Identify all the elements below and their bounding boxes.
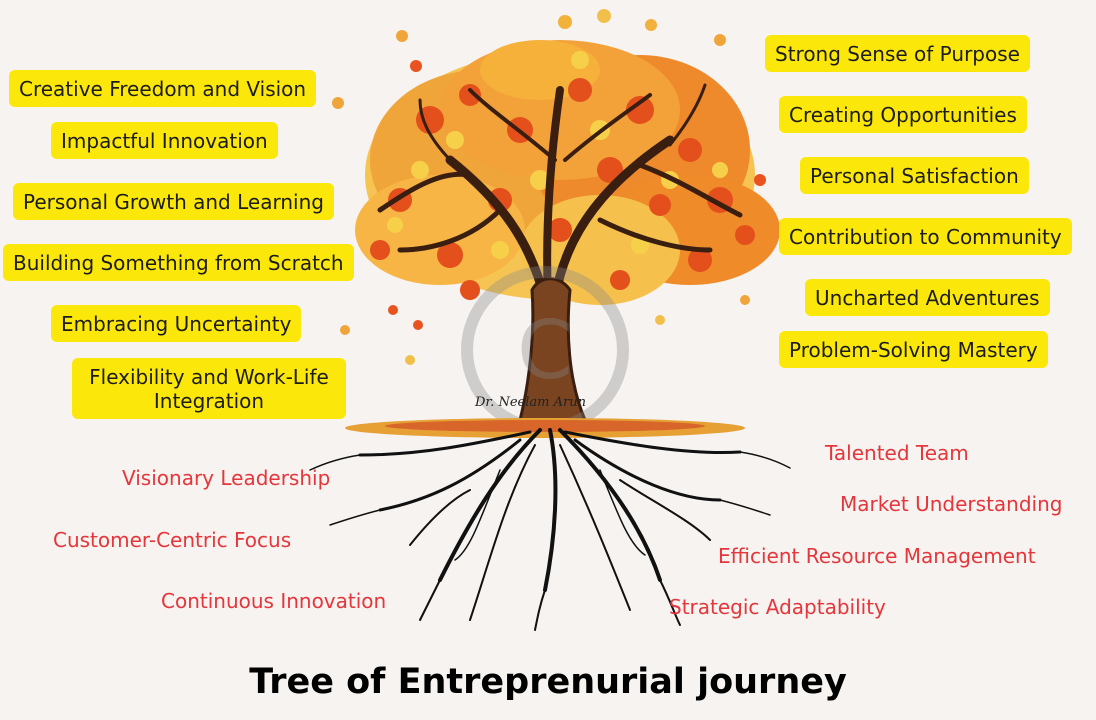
branch-label-contribution-to-community: Contribution to Community: [779, 218, 1072, 255]
branch-label-embracing-uncertainty: Embracing Uncertainty: [51, 305, 302, 342]
root-label-visionary-leadership: Visionary Leadership: [122, 466, 331, 490]
branch-label-problem-solving-mastery: Problem-Solving Mastery: [779, 331, 1048, 368]
root-label-strategic-adaptability: Strategic Adaptability: [669, 595, 886, 619]
branches: [377, 83, 743, 305]
branch-label-creating-opportunities: Creating Opportunities: [779, 96, 1027, 133]
branch-label-uncharted-adventures: Uncharted Adventures: [805, 279, 1050, 316]
svg-text:C: C: [517, 304, 573, 397]
trunk: [518, 277, 588, 422]
root-label-continuous-innovation: Continuous Innovation: [161, 589, 387, 613]
branch-label-flexibility: Flexibility and Work-Life Integration: [72, 358, 346, 419]
roots: [309, 428, 791, 631]
falling-leaves: [332, 9, 766, 365]
branch-label-creative-freedom: Creative Freedom and Vision: [9, 70, 317, 107]
root-label-market-understanding: Market Understanding: [840, 492, 1063, 516]
artist-signature: Dr. Neelam Arun: [475, 395, 586, 410]
ground: [345, 418, 745, 438]
branch-label-personal-satisfaction: Personal Satisfaction: [800, 157, 1029, 194]
root-label-efficient-resource-management: Efficient Resource Management: [718, 544, 1036, 568]
root-label-customer-centric-focus: Customer-Centric Focus: [53, 528, 292, 552]
diagram-title: Tree of Entreprenurial journey: [249, 662, 847, 702]
branch-label-strong-sense-of-purpose: Strong Sense of Purpose: [765, 35, 1030, 72]
branch-label-impactful-innovation: Impactful Innovation: [51, 122, 278, 159]
branch-label-personal-growth: Personal Growth and Learning: [13, 183, 334, 220]
branch-label-building-something: Building Something from Scratch: [3, 244, 354, 281]
root-label-talented-team: Talented Team: [825, 441, 969, 465]
